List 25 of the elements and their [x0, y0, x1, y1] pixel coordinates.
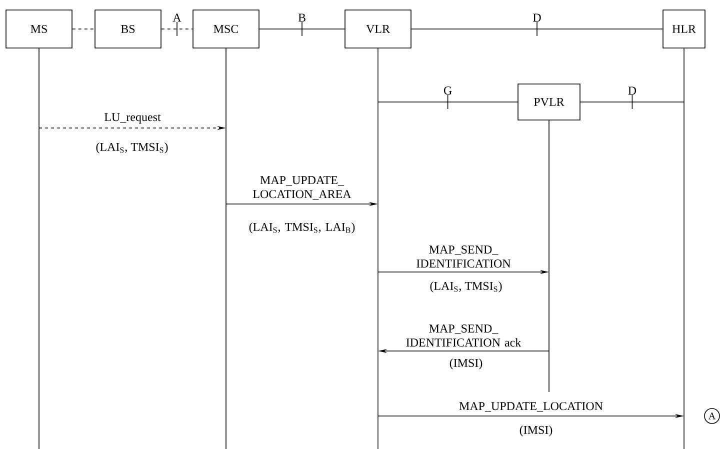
- entity-box: VLR: [344, 10, 412, 48]
- parameter-label: (LAI$_{S}$, TMSI$_{S}$, LAI$_{B}$): [249, 222, 355, 234]
- connection-line: [411, 28, 663, 30]
- parameter-label: (IMSI): [520, 426, 552, 436]
- parameter-label: (IMSI): [450, 358, 482, 370]
- edge-label: D: [628, 86, 636, 95]
- edge-label: MAP_UPDATE_ LOCATION_AREA: [253, 176, 352, 200]
- edge-label: D: [533, 14, 541, 22]
- entity-box: HLR: [662, 10, 706, 48]
- edge-label: LU_request: [104, 113, 161, 124]
- edge-label: MAP_UPDATE_LOCATION: [459, 402, 603, 412]
- entity-box: MS: [6, 10, 72, 48]
- connection-line: [161, 28, 193, 30]
- connection-line: [259, 28, 345, 30]
- entity-box: MSC: [192, 10, 260, 48]
- entity-box: BS: [94, 10, 162, 48]
- entity-box: PVLR: [518, 84, 580, 120]
- parameter-label: (LAI$_{S}$, TMSI$_{S}$): [430, 282, 502, 292]
- edge-label: G: [444, 86, 452, 95]
- edge-label: MAP_SEND_ IDENTIFICATION ack: [406, 324, 522, 347]
- edge-label: B: [298, 14, 306, 22]
- edge-label: A: [172, 14, 182, 22]
- edge-label: MAP_SEND_ IDENTIFICATION: [416, 246, 511, 268]
- parameter-label: (LAI$_{S}$, TMSI$_{S}$): [96, 142, 168, 154]
- connection-line: [72, 28, 95, 30]
